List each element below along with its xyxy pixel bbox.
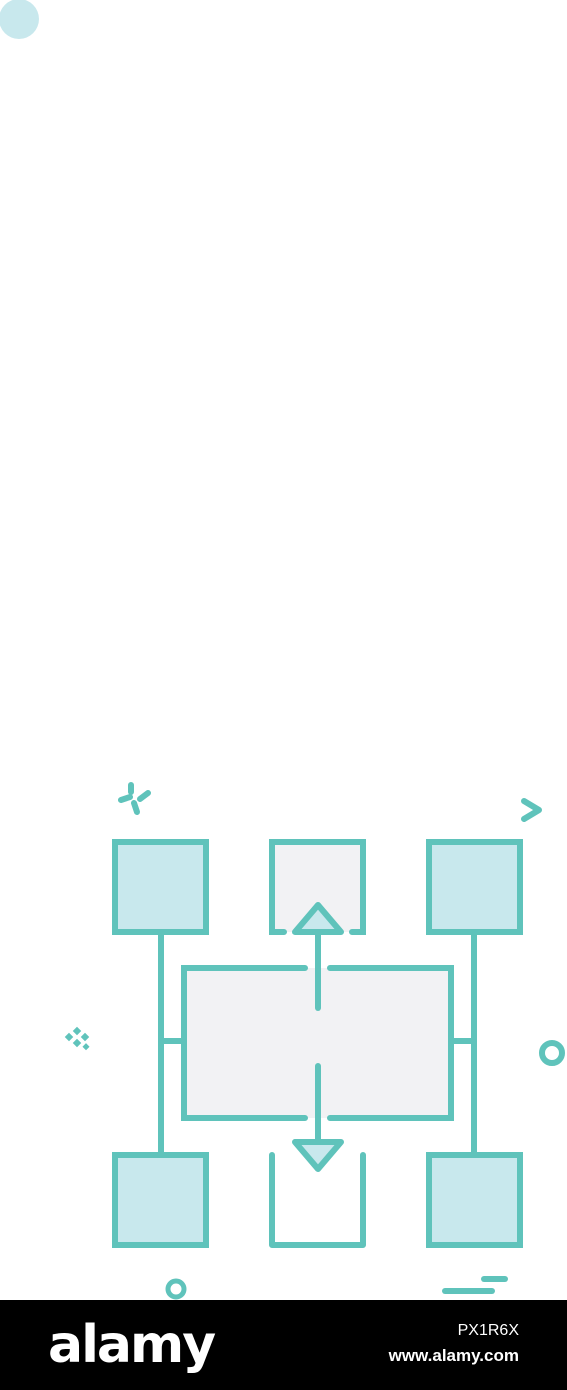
corner-dot	[0, 0, 39, 39]
sparkle-icon	[118, 782, 151, 815]
watermark-footer: alamy PX1R6X www.alamy.com	[0, 1300, 567, 1390]
node-bottom-left	[112, 1152, 209, 1248]
diamond-cluster-icon	[64, 1026, 90, 1051]
dash-lines-icon	[442, 1276, 508, 1294]
central-panel-border	[181, 965, 454, 1121]
site-url: www.alamy.com	[388, 1346, 519, 1365]
ring-icon	[539, 1040, 565, 1066]
connector-lines	[158, 932, 477, 1155]
node-top-left	[112, 839, 209, 935]
node-top-right	[426, 839, 523, 935]
node-top-center	[269, 839, 366, 935]
node-bottom-center	[269, 1152, 366, 1248]
chevron-right-icon	[521, 798, 542, 822]
flowchart-diagram	[0, 0, 565, 1300]
node-bottom-right	[426, 1152, 523, 1248]
arrow-up	[292, 902, 344, 1011]
arrow-down	[292, 1063, 344, 1172]
small-ring-icon	[165, 1278, 187, 1300]
brand-logo: alamy	[48, 1315, 216, 1375]
image-id: PX1R6X	[457, 1322, 519, 1339]
